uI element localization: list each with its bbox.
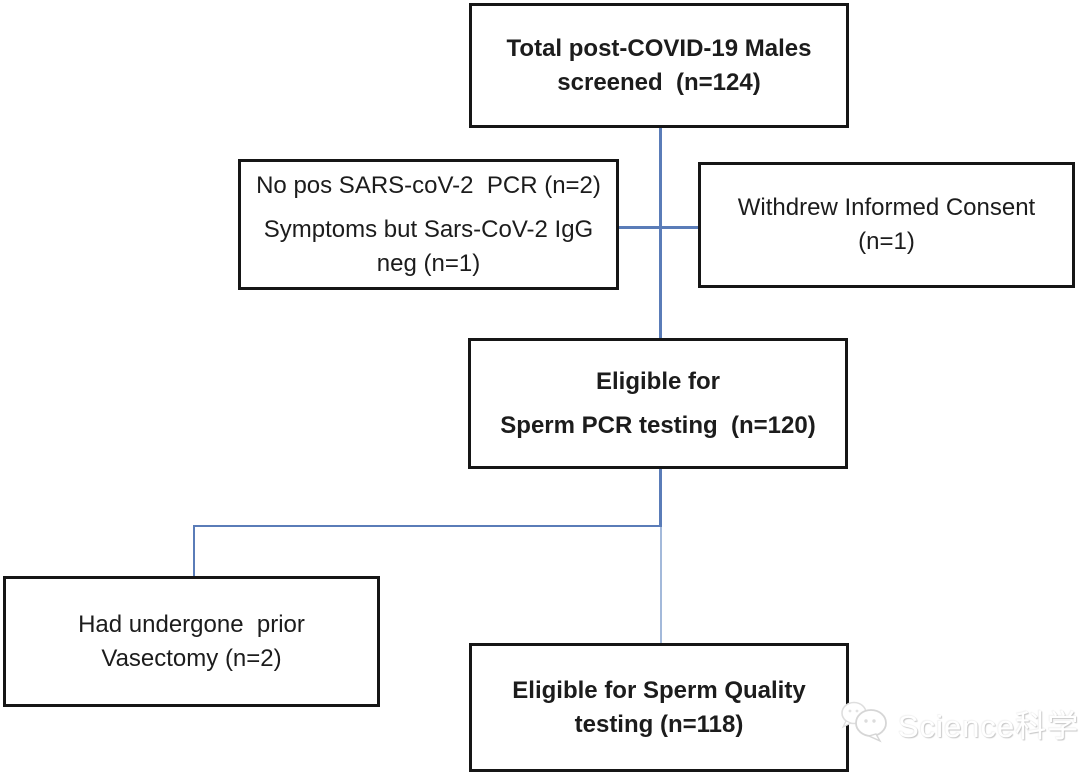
watermark: Science科学 bbox=[840, 698, 1079, 749]
connector-branch-horizontal bbox=[193, 525, 661, 527]
box-excluded-no-pcr: No pos SARS-coV-2 PCR (n=2)Symptoms but … bbox=[238, 159, 619, 290]
connector-to-quality bbox=[660, 527, 662, 643]
connector-top-to-eligible bbox=[659, 128, 662, 338]
connector-exclusions-horizontal bbox=[619, 226, 699, 229]
watermark-label: Science科学 bbox=[898, 709, 1080, 744]
wechat-chat-bubbles-icon bbox=[840, 698, 892, 749]
box-withdrew-consent: Withdrew Informed Consent(n=1) bbox=[698, 162, 1075, 288]
connector-eligible-down bbox=[659, 469, 662, 527]
connector-to-vasectomy bbox=[193, 525, 195, 576]
